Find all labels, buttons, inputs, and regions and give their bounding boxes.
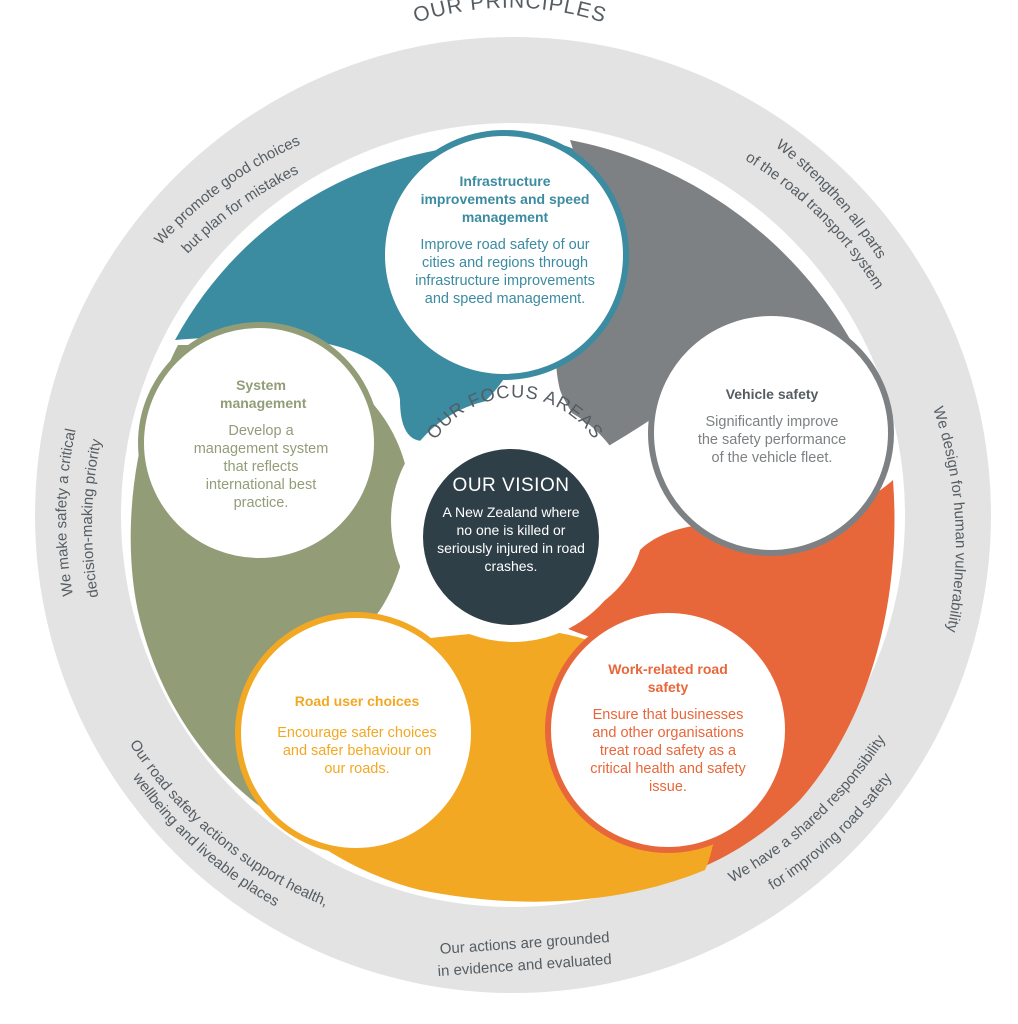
focus-card-infrastructure: Infrastructure improvements and speed ma… xyxy=(414,172,596,308)
focus-card-vehicle: Vehicle safety Significantly improve the… xyxy=(696,385,848,467)
focus-body: Develop a management system that reflect… xyxy=(193,423,329,511)
focus-body: Encourage safer choices and safer behavi… xyxy=(277,725,437,777)
vision-title: OUR VISION xyxy=(452,475,570,496)
focus-heading: Vehicle safety xyxy=(725,386,819,402)
focus-heading: System management xyxy=(220,377,307,411)
focus-card-work: Work-related road safety Ensure that bus… xyxy=(585,660,751,796)
focus-body: Improve road safety of our cities and re… xyxy=(415,237,595,307)
focus-heading: Work-related road safety xyxy=(608,661,728,695)
vehicle-circle xyxy=(648,310,894,556)
work-circle xyxy=(545,607,791,853)
focus-body: Ensure that businesses and other organis… xyxy=(590,707,746,795)
focus-card-system: System management Develop a management s… xyxy=(190,376,332,512)
system-circle xyxy=(138,322,380,564)
principles-title: OUR PRINCIPLES xyxy=(411,0,610,27)
road-user-circle xyxy=(235,612,477,854)
vision-body: A New Zealand where no one is killed or … xyxy=(437,504,585,574)
focus-heading: Road user choices xyxy=(294,693,420,709)
focus-card-road-user: Road user choices Encourage safer choice… xyxy=(274,692,440,778)
vision-circle: OUR VISION A New Zealand where no one is… xyxy=(423,449,599,625)
focus-heading: Infrastructure improvements and speed ma… xyxy=(420,173,590,225)
infrastructure-circle xyxy=(379,130,629,380)
focus-body: Significantly improve the safety perform… xyxy=(697,414,847,466)
